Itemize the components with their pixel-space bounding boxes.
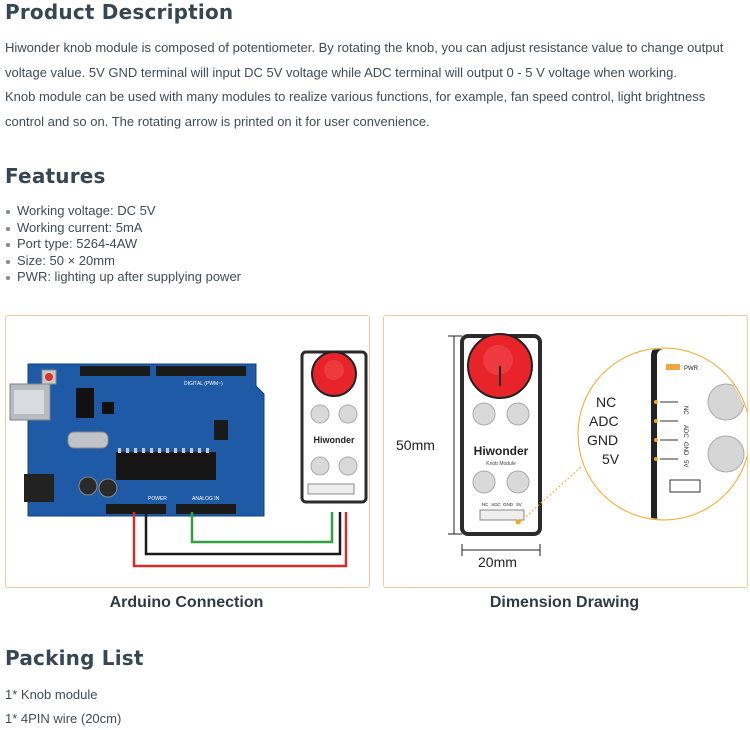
- zoom-pin-print-nc: NC: [682, 406, 688, 415]
- feature-item: Working current: 5mA: [5, 220, 241, 237]
- zoom-pin-print-adc: ADC: [682, 425, 688, 438]
- module-brand: Hiwonder: [313, 435, 354, 445]
- module-name: Knob Module: [486, 461, 516, 467]
- product-description-heading: Product Description: [5, 0, 234, 24]
- power-label: POWER: [148, 496, 167, 502]
- analog-label: ANALOG IN: [192, 496, 220, 502]
- dimension-drawing-caption: Dimension Drawing: [489, 594, 640, 611]
- packing-list-heading: Packing List: [5, 646, 144, 670]
- arduino-connection-caption: Arduino Connection: [109, 594, 264, 611]
- description-paragraph-2: Knob module can be used with many module…: [5, 89, 706, 129]
- zoom-pin-print-gnd: GND: [682, 442, 688, 456]
- arduino-board-image: DIGITAL (PWM~) POWER ANALOG IN: [9, 350, 368, 568]
- pin-print-nc: NC: [482, 502, 489, 507]
- feature-item: Port type: 5264-4AW: [5, 236, 241, 253]
- feature-item: PWR: lighting up after supplying power: [5, 269, 241, 286]
- arduino-connection-figure: DIGITAL (PWM~) POWER ANALOG IN: [5, 315, 370, 588]
- pin-print-gnd: GND: [503, 502, 514, 507]
- height-label: 50mm: [396, 437, 435, 453]
- pin-print-5v: 5V: [516, 502, 522, 507]
- description-paragraph-1: Hiwonder knob module is composed of pote…: [5, 40, 724, 80]
- pwr-print: PWR: [684, 366, 699, 372]
- pin-label-adc: ADC: [589, 413, 619, 429]
- pin-print-adc: ADC: [491, 502, 501, 507]
- packing-item: 1* 4PIN wire (20cm): [5, 711, 122, 726]
- zoom-pin-print-5v: 5V: [682, 460, 688, 467]
- knob-module-image: Hiwonder Knob Module NC ADC GND 5V 50mm …: [396, 333, 747, 570]
- pin-label-gnd: GND: [587, 432, 618, 448]
- pin-label-nc: NC: [596, 394, 616, 410]
- dimension-drawing-figure: Hiwonder Knob Module NC ADC GND 5V 50mm …: [383, 315, 748, 588]
- feature-item: Size: 50 × 20mm: [5, 253, 241, 270]
- features-heading: Features: [5, 164, 106, 188]
- module-brand-large: Hiwonder: [474, 444, 529, 458]
- digital-label: DIGITAL (PWM~): [184, 381, 223, 387]
- magnifier-callout: PWR NC ADC GND 5V: [577, 347, 747, 521]
- width-label: 20mm: [478, 554, 517, 570]
- pin-label-5v: 5V: [602, 451, 620, 467]
- packing-item: 1* Knob module: [5, 687, 98, 702]
- features-list: Working voltage: DC 5V Working current: …: [5, 203, 241, 286]
- product-description-text: Hiwonder knob module is composed of pote…: [5, 36, 747, 134]
- feature-item: Working voltage: DC 5V: [5, 203, 241, 220]
